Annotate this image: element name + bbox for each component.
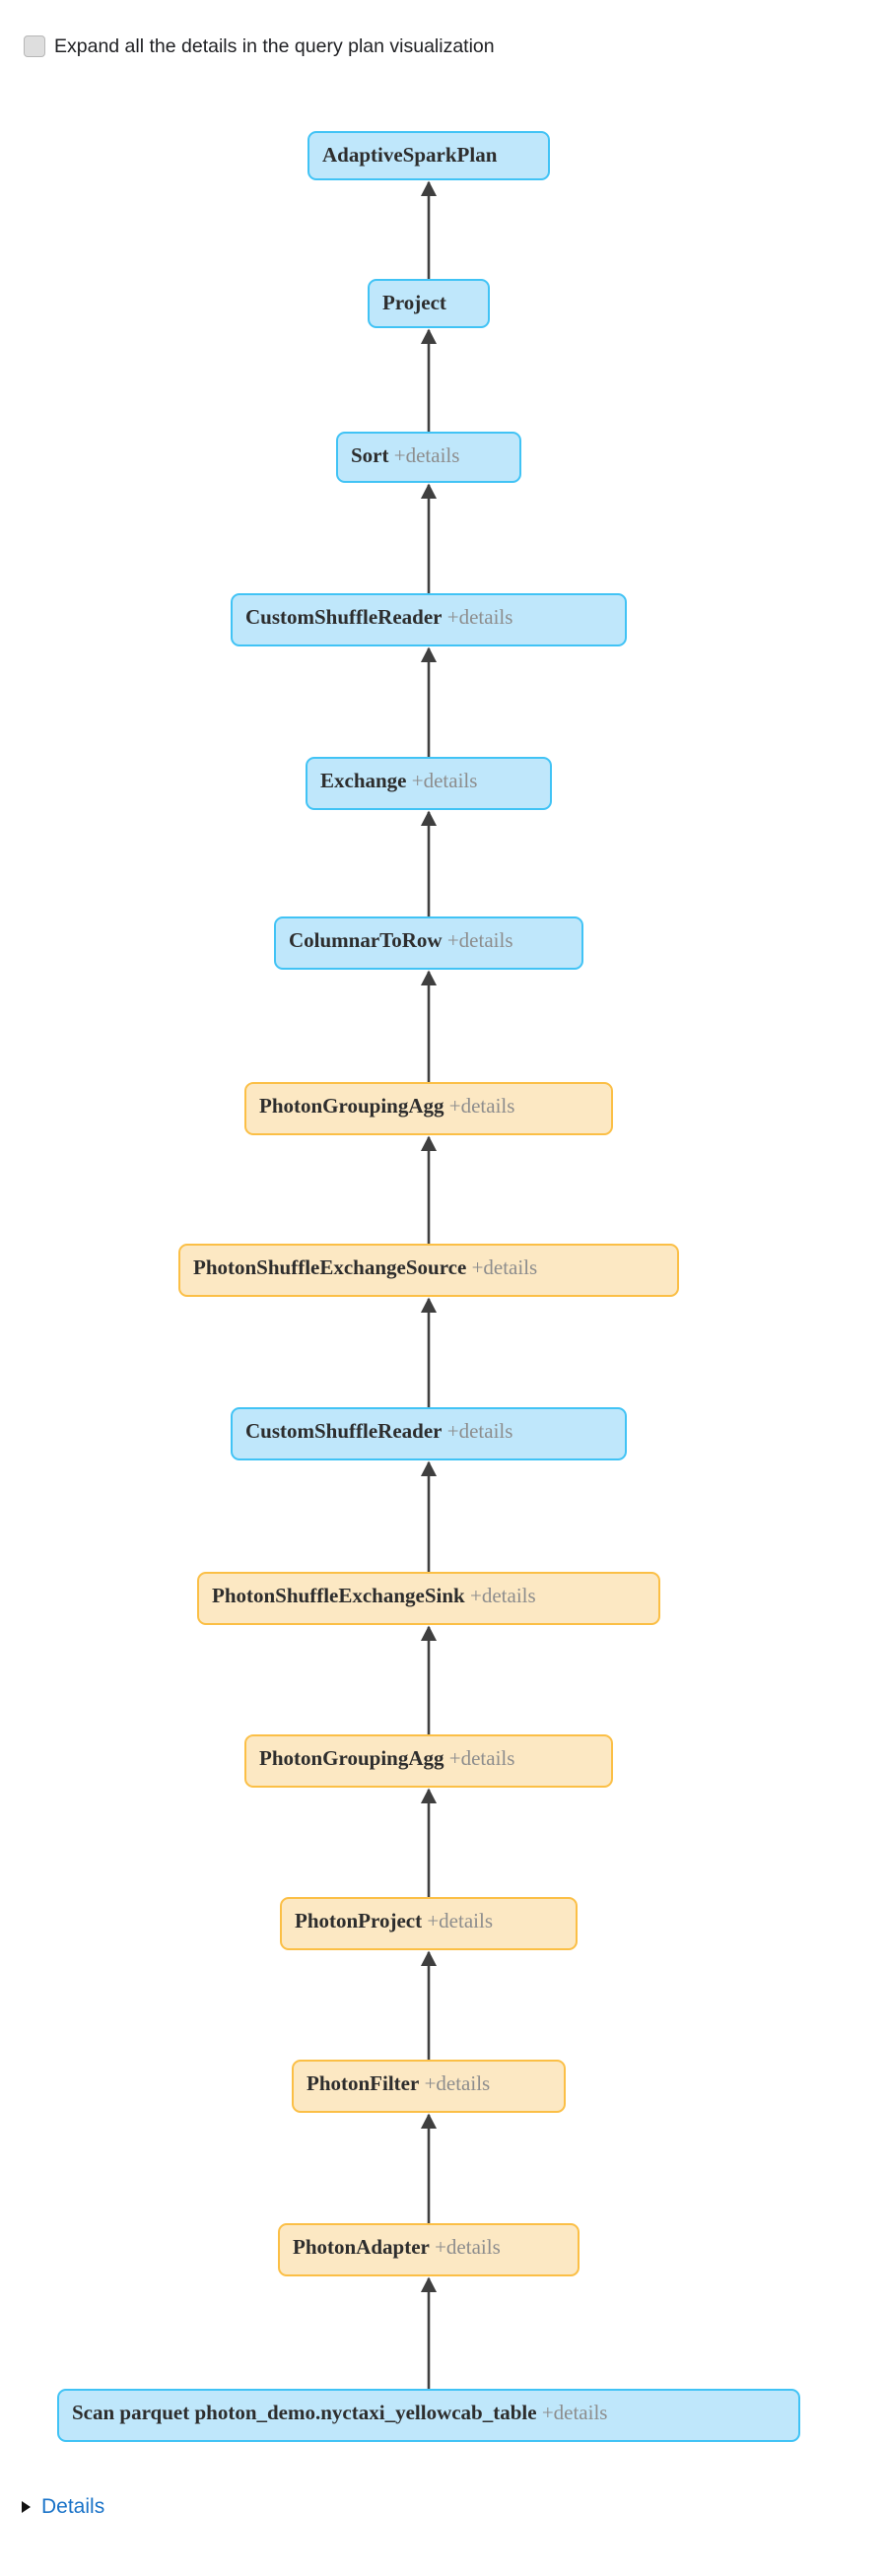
plan-node-name: PhotonAdapter <box>293 2235 430 2259</box>
plan-node-custom-shuffle-reader-bottom[interactable]: CustomShuffleReader +details <box>231 1407 627 1460</box>
plan-node-name: AdaptiveSparkPlan <box>322 143 498 167</box>
details-toggle[interactable]: Details <box>22 2495 104 2519</box>
plan-node-name: CustomShuffleReader <box>245 1419 443 1443</box>
plan-node-name: PhotonShuffleExchangeSink <box>212 1584 465 1607</box>
plan-node-name: CustomShuffleReader <box>245 605 443 629</box>
plan-node-custom-shuffle-reader-top[interactable]: CustomShuffleReader +details <box>231 593 627 646</box>
plan-node-details-link[interactable]: +details <box>444 1094 515 1118</box>
plan-node-details-link[interactable]: +details <box>429 2235 501 2259</box>
plan-node-photon-grouping-agg-bottom[interactable]: PhotonGroupingAgg +details <box>244 1734 613 1788</box>
plan-node-details-link[interactable]: +details <box>419 2071 491 2095</box>
plan-node-name: PhotonFilter <box>307 2071 420 2095</box>
plan-node-details-link[interactable]: +details <box>442 1419 513 1443</box>
plan-node-name: Project <box>382 291 446 314</box>
plan-node-name: PhotonShuffleExchangeSource <box>193 1255 467 1279</box>
plan-node-details-link[interactable]: +details <box>466 1255 538 1279</box>
plan-node-name: ColumnarToRow <box>289 928 443 952</box>
triangle-right-icon <box>22 2501 31 2513</box>
plan-node-name: Scan parquet photon_demo.nyctaxi_yellowc… <box>72 2401 537 2424</box>
plan-node-name: PhotonGroupingAgg <box>259 1746 444 1770</box>
checkbox-unchecked-icon[interactable] <box>24 35 45 57</box>
plan-node-project[interactable]: Project <box>368 279 490 328</box>
plan-node-photon-project[interactable]: PhotonProject +details <box>280 1897 578 1950</box>
plan-node-name: PhotonGroupingAgg <box>259 1094 444 1118</box>
details-toggle-label: Details <box>41 2495 105 2518</box>
plan-node-photon-shuffle-exchange-sink[interactable]: PhotonShuffleExchangeSink +details <box>197 1572 660 1625</box>
expand-all-details-row[interactable]: Expand all the details in the query plan… <box>24 35 495 57</box>
plan-node-photon-filter[interactable]: PhotonFilter +details <box>292 2060 566 2113</box>
plan-node-scan-parquet[interactable]: Scan parquet photon_demo.nyctaxi_yellowc… <box>57 2389 800 2442</box>
plan-node-details-link[interactable]: +details <box>422 1909 493 1932</box>
expand-all-details-label: Expand all the details in the query plan… <box>54 35 495 57</box>
plan-node-details-link[interactable]: +details <box>536 2401 608 2424</box>
plan-node-name: Sort <box>351 443 389 467</box>
plan-node-details-link[interactable]: +details <box>442 605 513 629</box>
plan-node-details-link[interactable]: +details <box>388 443 460 467</box>
plan-node-columnar-to-row[interactable]: ColumnarToRow +details <box>274 916 583 970</box>
plan-node-name: Exchange <box>320 769 407 792</box>
plan-node-details-link[interactable]: +details <box>442 928 513 952</box>
plan-node-adaptive-spark-plan[interactable]: AdaptiveSparkPlan <box>307 131 550 180</box>
plan-node-details-link[interactable]: +details <box>406 769 478 792</box>
plan-node-sort[interactable]: Sort +details <box>336 432 521 483</box>
plan-node-details-link[interactable]: +details <box>464 1584 536 1607</box>
plan-node-details-link[interactable]: +details <box>444 1746 515 1770</box>
plan-node-photon-shuffle-exchange-source[interactable]: PhotonShuffleExchangeSource +details <box>178 1244 679 1297</box>
plan-node-photon-adapter[interactable]: PhotonAdapter +details <box>278 2223 580 2276</box>
plan-node-photon-grouping-agg-top[interactable]: PhotonGroupingAgg +details <box>244 1082 613 1135</box>
plan-node-name: PhotonProject <box>295 1909 423 1932</box>
plan-node-exchange[interactable]: Exchange +details <box>306 757 552 810</box>
